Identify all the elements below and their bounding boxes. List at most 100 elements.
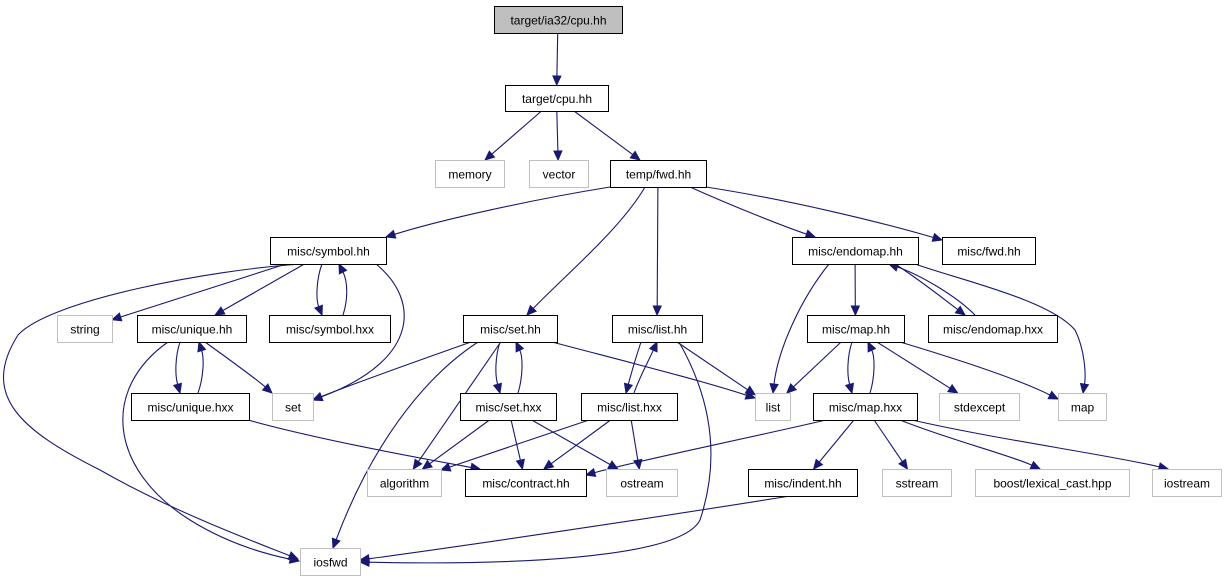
edge-set_hh-to-algorithm	[412, 341, 502, 471]
node-map-hxx[interactable]: misc/map.hxx	[813, 393, 918, 421]
node-memory: memory	[435, 160, 505, 188]
edge-arrowhead	[492, 382, 503, 395]
edge-arrowhead	[197, 340, 207, 353]
node-label: boost/lexical_cast.hpp	[993, 477, 1111, 491]
edge-line	[873, 419, 903, 462]
edge-set_hxx-to-algorithm	[421, 419, 490, 470]
node-label: list	[766, 401, 781, 415]
edge-arrowhead	[769, 383, 779, 395]
edge-line	[122, 341, 291, 560]
node-map-hh[interactable]: misc/map.hh	[807, 315, 905, 343]
node-box	[612, 315, 703, 343]
node-label: sstream	[896, 477, 939, 491]
edge-list_hh-to-list_hxx	[623, 341, 642, 395]
node-label: iostream	[1164, 477, 1210, 491]
edge-line	[573, 110, 634, 156]
edge-arrowhead	[629, 150, 641, 161]
edge-unique_hh-to-unique_hxx	[172, 341, 183, 395]
node-cpu-ia32[interactable]: target/ia32/cpu.hh	[494, 6, 623, 34]
edge-endomap_hh-to-map_hh	[850, 263, 861, 317]
node-list-hxx[interactable]: misc/list.hxx	[581, 393, 678, 421]
edge-cpu_ia32-to-target_cpu	[552, 32, 562, 87]
edge-list_hxx-to-contract_hh	[542, 419, 611, 470]
edge-target_cpu-to-temp_fwd	[573, 110, 641, 161]
edge-arrowhead	[867, 340, 877, 353]
node-box	[928, 315, 1058, 343]
edge-unique_hxx-to-contract_hh	[247, 419, 482, 472]
edge-line	[495, 341, 501, 385]
edge-line	[417, 341, 502, 462]
edge-arrowhead	[553, 150, 563, 162]
node-set-hxx[interactable]: misc/set.hxx	[460, 393, 557, 421]
edge-line	[630, 419, 639, 461]
node-temp-fwd[interactable]: temp/fwd.hh	[610, 160, 707, 188]
node-box	[494, 6, 623, 34]
edge-map_hxx-to-map_hh	[867, 340, 877, 394]
node-misc-fwd[interactable]: misc/fwd.hh	[942, 237, 1036, 265]
node-stdexcept: stdexcept	[939, 393, 1020, 421]
edge-line	[247, 419, 472, 468]
edge-endomap_hh-to-list	[769, 263, 830, 395]
node-box	[435, 160, 505, 188]
node-label: misc/symbol.hh	[287, 245, 370, 259]
node-symbol-hxx[interactable]: misc/symbol.hxx	[269, 315, 391, 343]
node-box	[882, 469, 952, 497]
node-label: misc/indent.hh	[764, 477, 841, 491]
edge-arrowhead	[648, 340, 658, 353]
edge-arrowhead	[786, 382, 798, 394]
edge-line	[594, 419, 827, 474]
node-box	[748, 469, 858, 497]
edge-line	[876, 341, 951, 389]
edge-line	[818, 419, 855, 463]
node-box	[272, 393, 314, 421]
node-indent-hh[interactable]: misc/indent.hh	[748, 469, 858, 497]
edge-arrowhead	[1079, 382, 1090, 395]
edge-set_hxx-to-ostream	[531, 419, 619, 470]
node-label: misc/set.hxx	[475, 401, 541, 415]
edge-line	[773, 263, 830, 385]
node-set-hh[interactable]: misc/set.hh	[463, 315, 558, 343]
node-endomap-hh[interactable]: misc/endomap.hh	[792, 237, 919, 265]
edge-line	[449, 419, 590, 468]
node-box	[1152, 469, 1222, 497]
node-box	[131, 393, 250, 421]
node-contract-hh[interactable]: misc/contract.hh	[465, 469, 587, 497]
node-label: misc/list.hxx	[597, 401, 662, 415]
node-endomap-hxx[interactable]: misc/endomap.hxx	[928, 315, 1058, 343]
edge-line	[551, 341, 747, 396]
edge-arrowhead	[850, 305, 861, 317]
node-unique-hxx[interactable]: misc/unique.hxx	[131, 393, 250, 421]
edge-line	[2, 263, 302, 557]
node-label: misc/map.hxx	[829, 401, 902, 415]
node-lexical-cast: boost/lexical_cast.hpp	[975, 469, 1130, 497]
node-vector: vector	[529, 160, 589, 188]
edge-line	[914, 263, 1086, 385]
node-label: misc/set.hh	[480, 323, 541, 337]
edge-line	[705, 186, 934, 239]
edge-set_hxx-to-set_hh	[515, 340, 525, 394]
node-target-cpu[interactable]: target/cpu.hh	[505, 85, 609, 112]
edge-map_hh-to-map_hxx	[844, 341, 855, 395]
edge-line	[847, 341, 853, 385]
node-label: algorithm	[380, 477, 429, 491]
edge-line	[676, 341, 748, 391]
edge-arrowhead	[412, 458, 423, 471]
edge-endomap_hh-to-endomap_hxx	[894, 263, 966, 316]
edge-arrowhead	[515, 458, 525, 471]
node-list-hh[interactable]: misc/list.hh	[612, 315, 703, 343]
node-algorithm: algorithm	[367, 469, 442, 497]
node-symbol-hh[interactable]: misc/symbol.hh	[270, 237, 387, 265]
node-box	[755, 393, 791, 421]
edge-temp_fwd-to-misc_fwd	[705, 186, 944, 242]
node-box	[581, 393, 678, 421]
edge-arrowhead	[110, 312, 123, 322]
edge-line	[532, 186, 646, 309]
node-string: string	[57, 315, 113, 343]
edge-line	[897, 266, 976, 316]
node-box	[460, 393, 557, 421]
edge-arrowhead	[331, 537, 341, 550]
node-unique-hh[interactable]: misc/unique.hh	[137, 315, 247, 343]
edge-target_cpu-to-vector	[553, 110, 563, 162]
node-box	[606, 469, 678, 497]
edge-line	[627, 341, 642, 385]
